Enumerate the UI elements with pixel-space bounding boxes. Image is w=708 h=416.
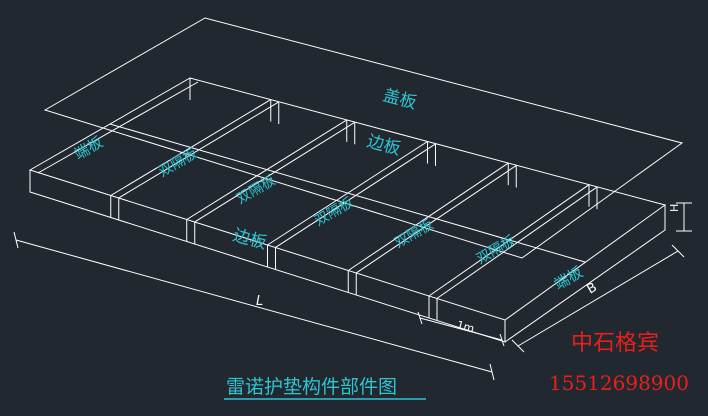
company-name: 中石格宾 bbox=[571, 331, 659, 356]
diagram-caption: 雷诺护垫构件部件图 bbox=[226, 376, 397, 398]
side-plate-line bbox=[109, 123, 586, 263]
width-dim-line bbox=[517, 250, 679, 347]
cover-plate-outline bbox=[43, 17, 684, 259]
length-dim-line bbox=[15, 239, 493, 373]
dimension-lines bbox=[13, 202, 692, 381]
diaphragms-group bbox=[109, 99, 598, 321]
box-right-end bbox=[504, 205, 666, 343]
cell-width-dim-line bbox=[419, 317, 503, 341]
cell-width-label: 1m bbox=[455, 318, 475, 335]
length-label: L bbox=[256, 294, 263, 309]
height-label: H bbox=[668, 204, 681, 212]
company-phone: 15512698900 bbox=[549, 371, 689, 395]
